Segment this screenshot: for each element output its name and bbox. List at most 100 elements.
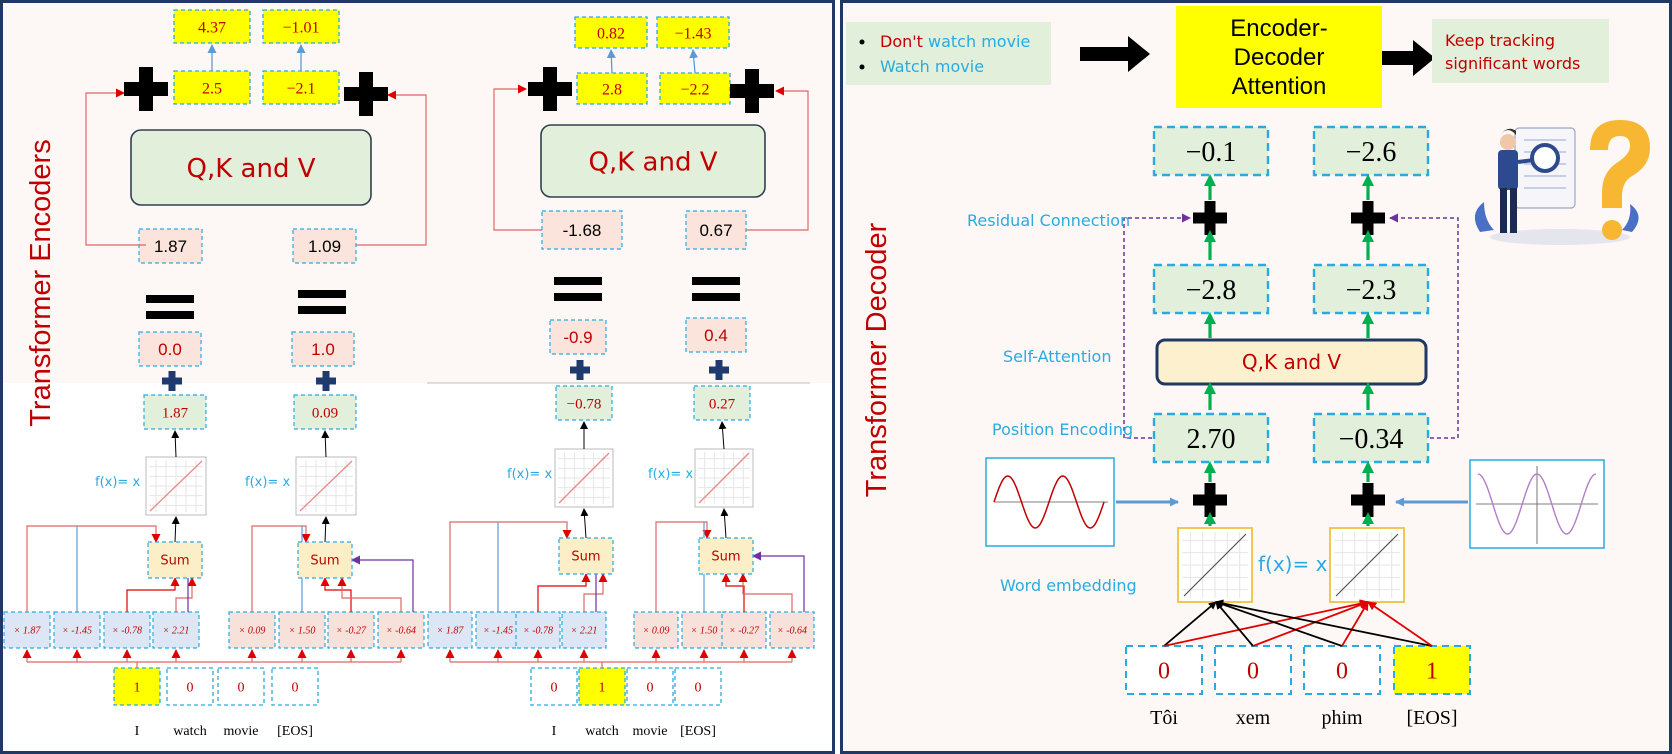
encoder-equals-icon xyxy=(146,311,194,319)
decoder-onehot-2: 0 xyxy=(1214,645,1292,695)
encoder-embedding-1: 1.87 xyxy=(143,394,207,430)
encoder-weight-3: × -0.78 xyxy=(103,611,151,649)
encoder-output-1-frame xyxy=(574,16,648,49)
encoder-position-2-value: 1.0 xyxy=(311,340,335,359)
sine-wave-plot xyxy=(985,457,1115,547)
encoder-attention-1: 2.5 xyxy=(173,70,251,105)
decoder-encoded-1-frame xyxy=(1152,412,1270,464)
encoder-activation-to-embedding xyxy=(718,421,727,450)
encoder-embedding-1-value: 1.87 xyxy=(162,405,189,421)
encoder-onehot-4-value: 0 xyxy=(292,681,299,696)
encoder-output-1-value: 0.82 xyxy=(597,25,625,42)
encoder-sum-connector xyxy=(583,573,608,612)
decoder-attention-1: −2.8 xyxy=(1152,263,1270,315)
encoder-attention-to-output xyxy=(606,49,616,74)
encoder-position-1-value: 0.0 xyxy=(158,340,182,359)
decoder-embedding-connector xyxy=(1215,601,1254,647)
encoder-weight-5-frame xyxy=(633,611,679,649)
decoder-output-1-value: −0.1 xyxy=(1186,137,1237,168)
encoder-onehot-1-frame xyxy=(113,667,161,706)
decoder-onehot-1-value: 0 xyxy=(1158,659,1170,685)
encoder-weight-1: × 1.87 xyxy=(427,611,473,649)
encoder-decoder-attention-line-3: Attention xyxy=(1232,73,1327,100)
decoder-attention-1-frame xyxy=(1152,263,1270,315)
encoder-sum-1: Sum xyxy=(147,541,203,579)
decoder-attention-2: −2.3 xyxy=(1312,263,1430,315)
encoder-decoder-attention-line-1: Encoder- xyxy=(1230,15,1327,42)
decoder-word-2: xem xyxy=(1236,707,1271,729)
encoder-weight-1-frame xyxy=(427,611,473,649)
encoder-sum-1-value: Sum xyxy=(160,554,189,569)
encoder-func-label-1: f(x)= x xyxy=(507,467,552,482)
magnifier-icon xyxy=(1530,143,1560,173)
decoder-attention-2-frame xyxy=(1312,263,1430,315)
decoder-attention-1-value: −2.8 xyxy=(1186,275,1237,306)
encoder-activation-plot-1 xyxy=(145,456,207,516)
encoder-position-2-frame xyxy=(291,331,355,367)
encoder-position-2: 0.4 xyxy=(685,317,747,353)
encoder-attention-1-value: 2.8 xyxy=(602,81,622,98)
encoder-onehot-2-value: 1 xyxy=(599,681,606,696)
encoder-qkv-box-frame xyxy=(540,124,766,198)
encoder-attention-1-frame xyxy=(576,72,648,105)
encoder-output-2: −1.43 xyxy=(656,16,730,49)
encoder-weight-2: × -1.45 xyxy=(53,611,101,649)
illustration-leg xyxy=(1510,188,1517,233)
encoder-sum-connector xyxy=(537,573,591,612)
encoder-weight-5: × 0.09 xyxy=(228,611,276,649)
decoder-onehot-2-value: 0 xyxy=(1247,659,1259,685)
encoder-encoded-2-value: 0.67 xyxy=(699,221,732,240)
encoder-attention-1-value: 2.5 xyxy=(202,80,222,97)
encoder-weight-4-frame xyxy=(561,611,607,649)
decoder-onehot-4-value: 1 xyxy=(1426,659,1438,685)
encoder-attention-to-output xyxy=(689,49,699,74)
decoder-vertical-title: Transformer Decoder xyxy=(861,222,893,497)
encoder-activation-plot-2-identity-line xyxy=(299,460,353,512)
encoder-weight-5-value: × 0.09 xyxy=(643,626,670,637)
decoder-encoded-1: 2.70 xyxy=(1152,412,1270,464)
magnifier-handle xyxy=(1517,158,1535,164)
encoder-onehot-1-value: 0 xyxy=(551,681,558,696)
decoder-onehot-3: 0 xyxy=(1303,645,1381,695)
encoder-encoded-1: 1.87 xyxy=(138,228,203,264)
decoder-residual-right xyxy=(1389,213,1459,439)
encoder-sum-connector xyxy=(126,577,180,612)
encoder-output-2-value: −1.43 xyxy=(674,25,711,42)
encoder-residual-right xyxy=(356,90,427,246)
encoder-weight-7: × -0.27 xyxy=(327,611,375,649)
encoder-weight-3: × -0.78 xyxy=(515,611,561,649)
encoder-weight-4: × 2.21 xyxy=(561,611,607,649)
decoder-output-1-frame xyxy=(1152,125,1270,177)
encoder-weight-6-frame xyxy=(681,611,727,649)
encoder-onehot-1-value: 1 xyxy=(134,681,141,696)
encoder-onehot-1: 0 xyxy=(530,667,578,706)
decoder-result-line-1: Keep tracking xyxy=(1445,31,1555,50)
encoder-encoded-2: 1.09 xyxy=(292,228,357,264)
encoder-output-2-value: −1.01 xyxy=(282,19,319,36)
encoder-weight-3-value: × -0.78 xyxy=(523,626,553,637)
encoder-weight-7-value: × -0.27 xyxy=(336,626,367,637)
encoder-weight-2-value: × -1.45 xyxy=(483,626,513,637)
encoder-sum-connector xyxy=(752,551,805,612)
encoder-sum-connector xyxy=(449,521,572,612)
illustration-body xyxy=(1498,150,1518,190)
encoder-output-2-frame xyxy=(262,9,340,44)
encoder-sum-2-frame xyxy=(698,537,754,575)
question-mark-dot-icon xyxy=(1602,220,1622,240)
encoder-onehot-3: 0 xyxy=(217,667,265,706)
encoder-encoded-2-value: 1.09 xyxy=(308,237,341,256)
decoder-onehot-1: 0 xyxy=(1125,645,1203,695)
encoder-weight-1-value: × 1.87 xyxy=(14,626,42,637)
encoder-weight-4-frame xyxy=(152,611,200,649)
encoder-embedding-2-value: 0.27 xyxy=(709,396,736,412)
encoder-equals-icon xyxy=(298,306,346,314)
encoder-weight-6-value: × 1.50 xyxy=(691,626,718,637)
encoder-word-2: watch xyxy=(585,724,618,739)
encoder-sum-to-activation xyxy=(321,516,330,543)
encoder-attention-2-value: −2.1 xyxy=(286,80,315,97)
decoder-output-2: −2.6 xyxy=(1312,125,1430,177)
sine-wave-curve xyxy=(993,475,1105,529)
encoder-weight-7-value: × -0.27 xyxy=(729,626,760,637)
